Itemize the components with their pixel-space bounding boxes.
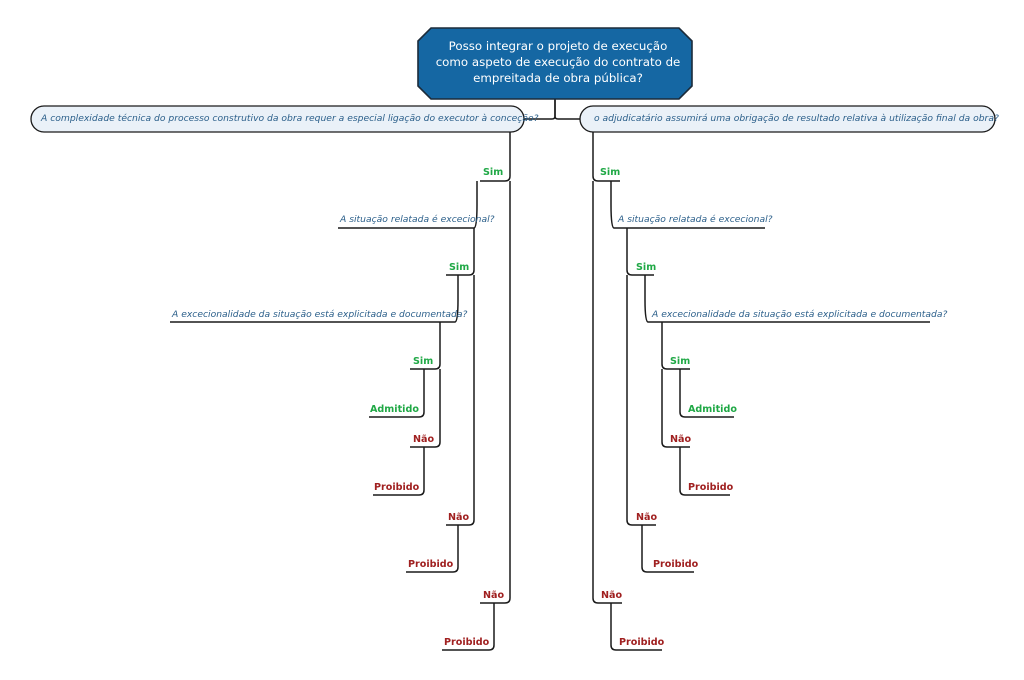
- root-line-1: Posso integrar o projeto de execução: [448, 39, 668, 53]
- root-line-2: como aspeto de execução do contrato de: [435, 55, 681, 69]
- left-outcome-admitido: Admitido: [370, 404, 419, 415]
- right-q-documentada: A excecionalidade da situação está expli…: [652, 309, 948, 320]
- right-nao-2: Não: [636, 512, 658, 523]
- right-sim-1: Sim: [600, 167, 621, 178]
- right-q-excecional: A situação relatada é excecional?: [618, 214, 773, 225]
- right-sim-2: Sim: [636, 262, 657, 273]
- right-outcome-admitido: Admitido: [688, 404, 737, 415]
- right-nao-3: Não: [670, 434, 692, 445]
- left-sim-3: Sim: [413, 356, 434, 367]
- root-question: Posso integrar o projeto de execução com…: [424, 38, 692, 86]
- left-outcome-proibido-2: Proibido: [408, 559, 454, 570]
- right-outcome-proibido-3: Proibido: [688, 482, 734, 493]
- left-outcome-proibido-3: Proibido: [374, 482, 420, 493]
- left-outcome-proibido-1: Proibido: [444, 637, 490, 648]
- right-question-text: o adjudicatário assumirá uma obrigação d…: [594, 113, 999, 124]
- left-nao-3: Não: [413, 434, 435, 445]
- root-line-3: empreitada de obra pública?: [473, 71, 643, 85]
- left-question-pill: [30, 105, 525, 133]
- left-sim-2: Sim: [449, 262, 470, 273]
- right-outcome-proibido-1: Proibido: [619, 637, 665, 648]
- right-sim-3: Sim: [670, 356, 691, 367]
- left-nao-1: Não: [483, 590, 505, 601]
- right-question-pill: [579, 105, 996, 133]
- left-q-documentada: A excecionalidade da situação está expli…: [172, 309, 468, 320]
- left-question-text: A complexidade técnica do processo const…: [41, 113, 539, 124]
- left-nao-2: Não: [448, 512, 470, 523]
- right-outcome-proibido-2: Proibido: [653, 559, 699, 570]
- left-q-excecional: A situação relatada é excecional?: [340, 214, 495, 225]
- right-nao-1: Não: [601, 590, 623, 601]
- root-node: [417, 27, 693, 100]
- left-sim-1: Sim: [483, 167, 504, 178]
